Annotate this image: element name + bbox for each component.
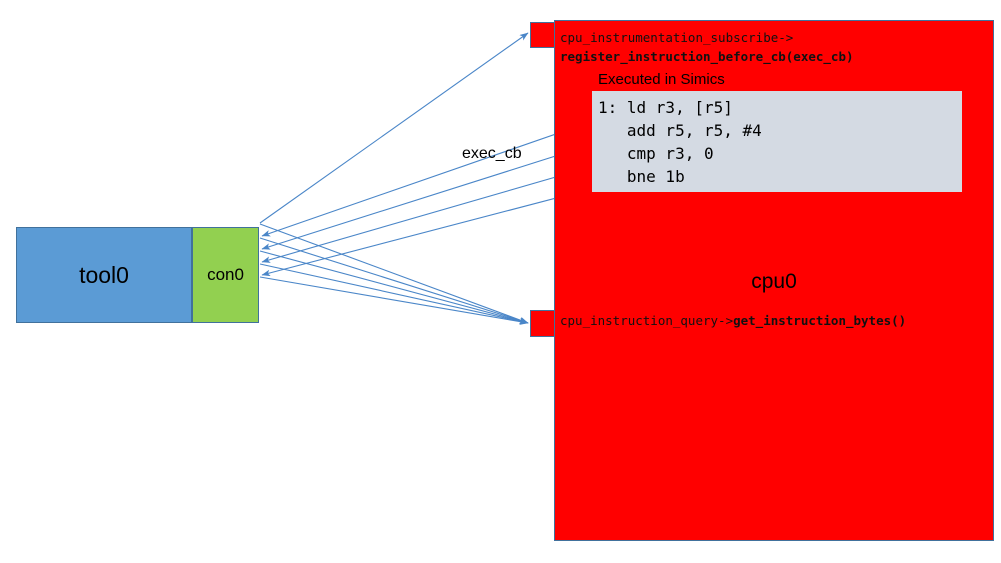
exec-cb-arrow-label: exec_cb bbox=[462, 145, 522, 162]
api-subscribe-interface: cpu_instrumentation_subscribe-> bbox=[560, 30, 794, 45]
arrow-query-5 bbox=[259, 276, 529, 325]
api-query-method: get_instruction_bytes() bbox=[733, 313, 907, 328]
arrow-query-4 bbox=[259, 263, 529, 325]
tool-box[interactable]: tool0 bbox=[16, 227, 192, 323]
code-block: 1: ld r3, [r5] add r5, r5, #4 cmp r3, 0 … bbox=[592, 91, 962, 192]
arrow-query-3 bbox=[259, 250, 529, 325]
cpu-port-subscribe[interactable] bbox=[530, 22, 555, 48]
api-call-query: cpu_instruction_query->get_instruction_b… bbox=[560, 313, 990, 328]
code-line: add r5, r5, #4 bbox=[598, 121, 762, 140]
code-line: 1: ld r3, [r5] bbox=[598, 98, 733, 117]
arrow-register-callback bbox=[259, 32, 529, 224]
arrow-query-1 bbox=[259, 223, 529, 324]
cpu-port-query[interactable] bbox=[530, 310, 555, 337]
connector-box-label: con0 bbox=[207, 265, 244, 284]
executed-caption: Executed in Simics bbox=[598, 71, 725, 88]
api-query-interface: cpu_instruction_query-> bbox=[560, 313, 734, 328]
tool-box-label: tool0 bbox=[79, 261, 129, 288]
code-line: cmp r3, 0 bbox=[598, 144, 714, 163]
code-line: bne 1b bbox=[598, 167, 685, 186]
api-subscribe-method: register_instruction_before_cb(exec_cb) bbox=[560, 49, 854, 64]
cpu-label: cpu0 bbox=[751, 270, 797, 293]
arrow-query-2 bbox=[259, 237, 529, 324]
api-call-subscribe: cpu_instrumentation_subscribe-> register… bbox=[560, 28, 990, 66]
connector-box[interactable]: con0 bbox=[192, 227, 259, 323]
